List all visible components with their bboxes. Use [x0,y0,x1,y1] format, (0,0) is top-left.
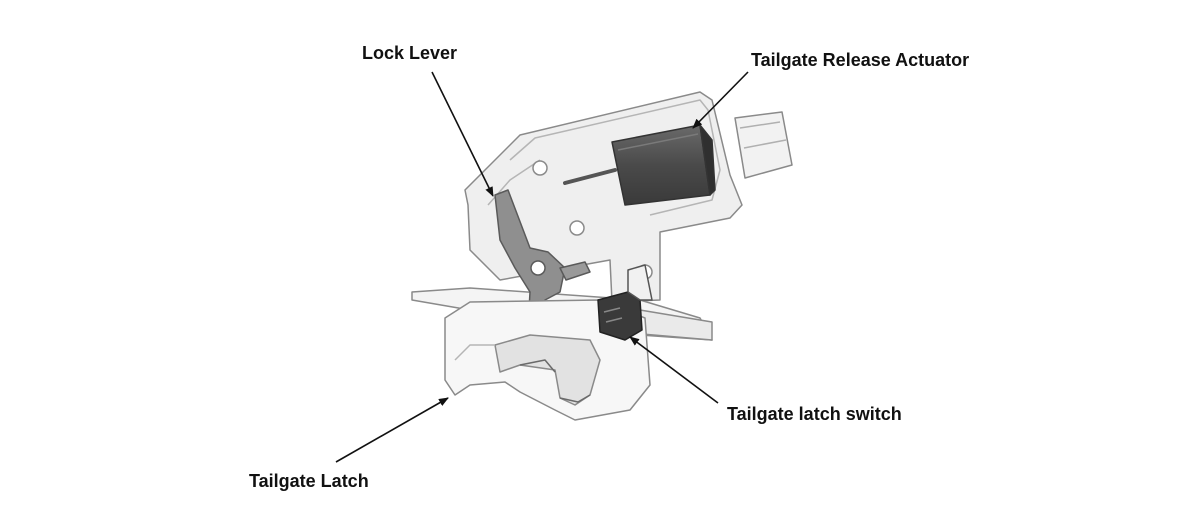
lock-lever [494,189,591,331]
latch-assembly-illustration [411,91,793,421]
label-latch: Tailgate Latch [249,471,369,491]
mount-hole-1 [532,160,548,176]
label-release-actuator: Tailgate Release Actuator [751,50,969,70]
leader-release-actuator [692,71,749,129]
mount-hole-2 [569,220,585,236]
leader-latch-switch [629,336,719,404]
label-lock-lever: Lock Lever [362,43,457,63]
leader-latch [335,397,449,463]
leader-lines [335,71,749,463]
leader-lock-lever [431,71,494,197]
latch-switch [597,264,653,341]
striker-slot [494,334,601,406]
release-actuator-motor [611,124,716,206]
label-latch-switch: Tailgate latch switch [727,404,902,424]
